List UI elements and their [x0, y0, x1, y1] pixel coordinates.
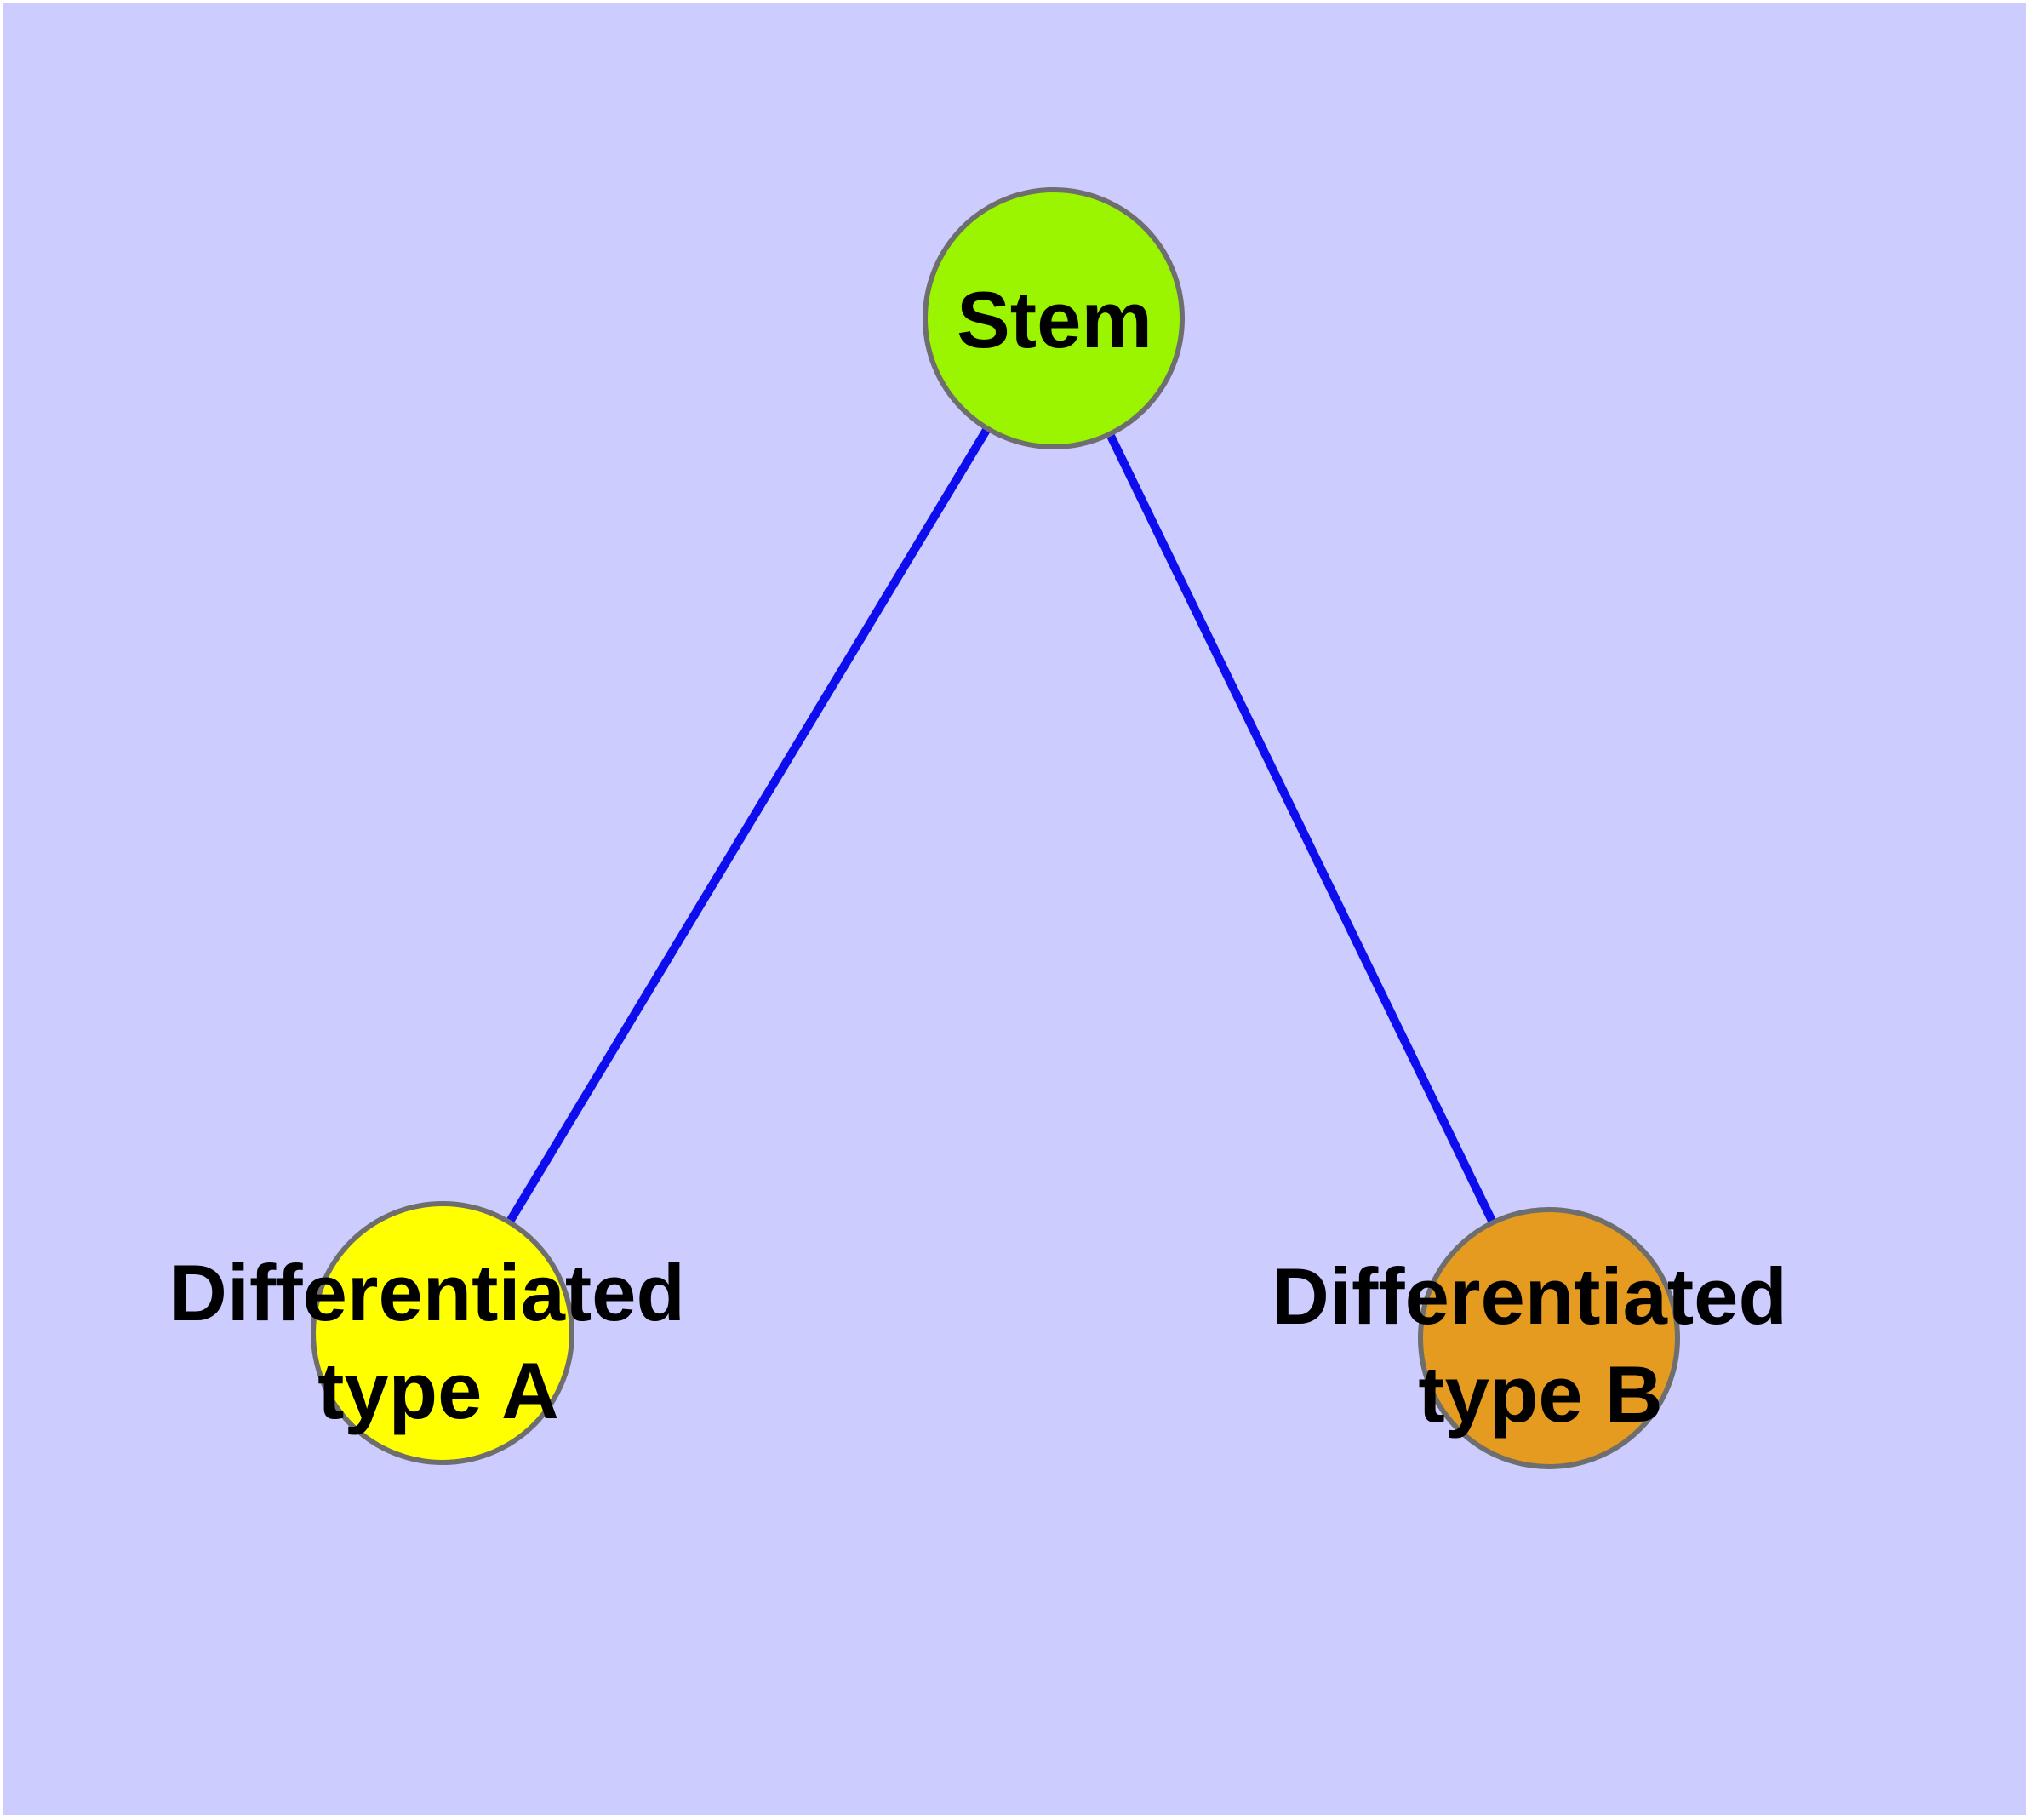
- node-differentiated-type-a: [311, 1201, 574, 1465]
- node-type-b-label-line1: Differentiated: [1272, 1251, 1787, 1341]
- node-type-b-label-line2: type B: [1418, 1349, 1662, 1439]
- node-type-a-label-line2: type A: [317, 1346, 559, 1435]
- node-stem-label: Stem: [957, 275, 1152, 364]
- node-differentiated-type-b: [1418, 1207, 1680, 1469]
- edge-stem-to-type-b: [1049, 316, 1553, 1341]
- node-type-a-label-line1: Differentiated: [169, 1248, 685, 1337]
- edge-stem-to-type-a: [438, 316, 1058, 1336]
- node-type-a-label: Differentiated type A: [169, 1248, 707, 1435]
- node-stem: [923, 187, 1185, 449]
- node-type-b-label: Differentiated type B: [1272, 1251, 1809, 1439]
